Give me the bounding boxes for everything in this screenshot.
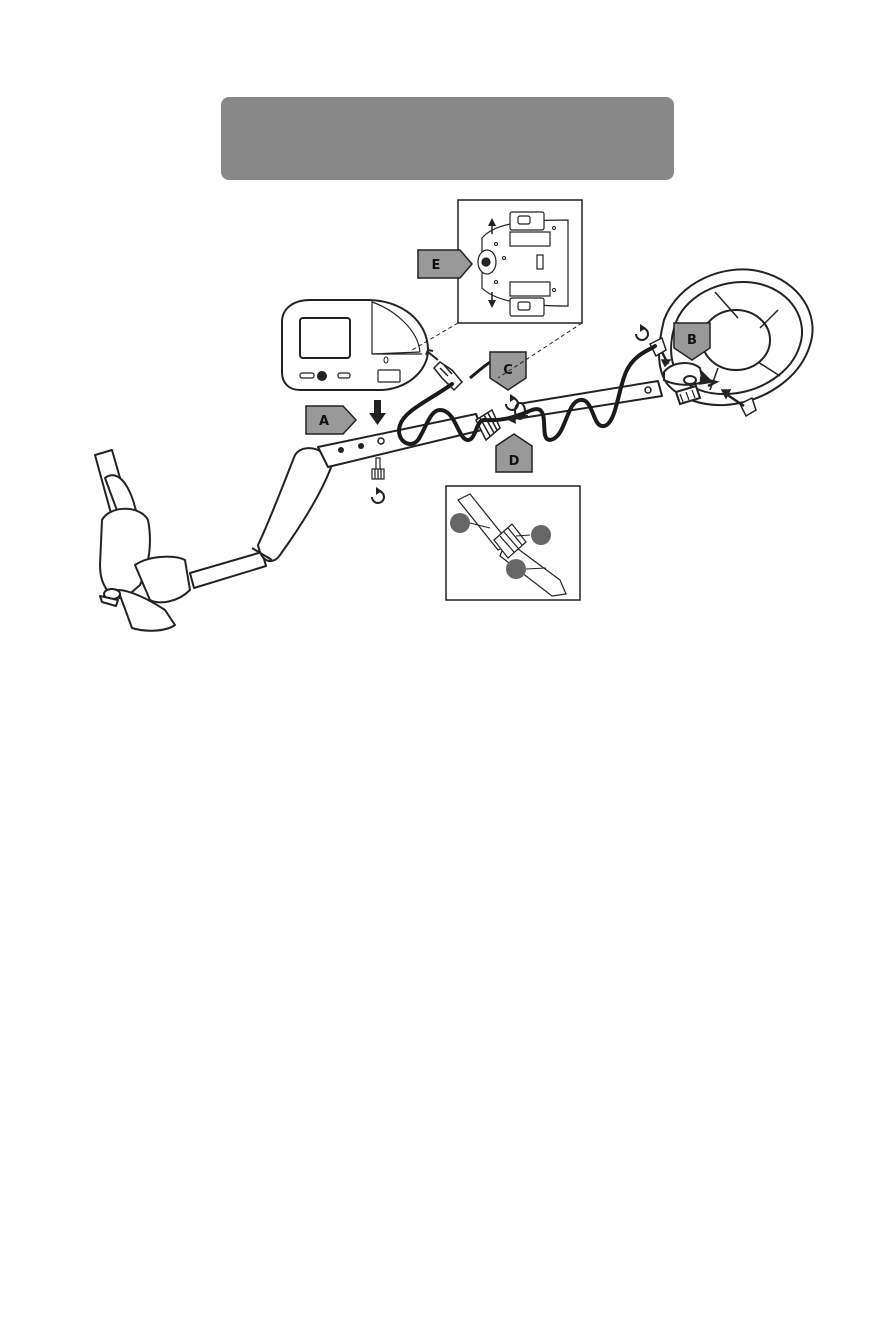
thumb-screw-icon — [372, 458, 384, 479]
rotate-icon-c — [506, 394, 518, 410]
tag-d: D — [496, 434, 532, 472]
foam-grip — [258, 448, 331, 561]
button-center — [318, 372, 326, 380]
tag-b-label: B — [687, 333, 697, 348]
rotate-icon-b — [636, 324, 648, 340]
armrest — [95, 450, 190, 631]
upper-shaft — [518, 381, 662, 418]
tag-e: E — [418, 250, 472, 278]
tag-d-label: D — [509, 454, 520, 469]
lower-rod — [190, 552, 266, 588]
button-right — [338, 373, 350, 378]
cable-connector — [426, 350, 462, 390]
tag-c-label: C — [503, 363, 513, 378]
down-arrow-icon — [369, 400, 386, 425]
inset-camlock — [446, 486, 580, 600]
tag-a-label: A — [319, 414, 329, 429]
button-left — [300, 373, 314, 378]
battery-door — [378, 370, 400, 382]
rotate-icon-a — [372, 487, 384, 503]
control-box — [282, 300, 428, 390]
tag-e-label: E — [432, 258, 441, 273]
tag-a: A — [306, 406, 356, 434]
display-screen — [300, 318, 350, 358]
tag-c: C — [490, 352, 526, 390]
